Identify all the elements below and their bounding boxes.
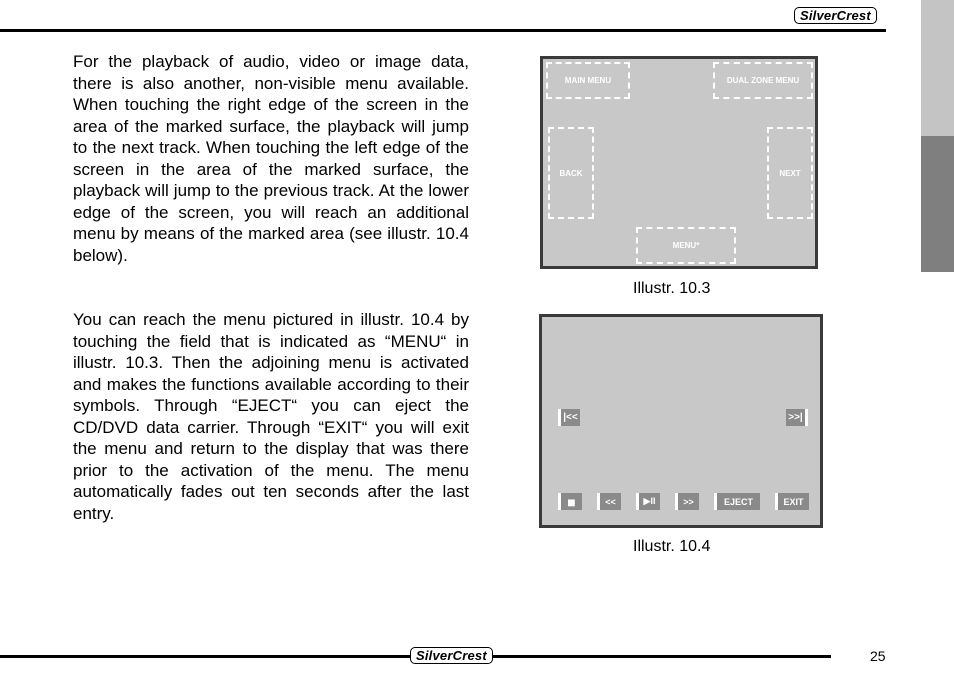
forward-icon: >> <box>675 493 699 510</box>
stop-icon: ■ <box>558 493 582 510</box>
dual-zone-menu-zone: DUAL ZONE MENU <box>713 62 813 99</box>
illustration-10-3-caption: Illustr. 10.3 <box>633 280 711 297</box>
menu-zone: MENU* <box>636 227 736 264</box>
side-tab-dark <box>921 136 954 272</box>
exit-icon: EXIT <box>775 493 809 510</box>
header-rule <box>0 29 886 32</box>
main-menu-zone: MAIN MENU <box>546 62 630 99</box>
back-zone: BACK <box>548 127 594 219</box>
header-logo: SilverCrest <box>794 7 877 24</box>
footer-logo: SilverCrest <box>410 647 493 664</box>
prev-track-icon: |<< <box>558 409 580 426</box>
rewind-icon: << <box>597 493 621 510</box>
body-paragraph-1: For the playback of audio, video or imag… <box>73 52 469 265</box>
body-paragraph-2: You can reach the menu pictured in illus… <box>73 310 469 523</box>
page-number: 25 <box>870 648 886 664</box>
eject-icon: EJECT <box>714 493 760 510</box>
illustration-10-4: |<< >>| ■ << ▶II >> EJECT EXIT <box>539 314 823 528</box>
play-pause-icon: ▶II <box>636 493 660 510</box>
side-tab-light <box>921 0 954 136</box>
illustration-10-4-caption: Illustr. 10.4 <box>633 538 711 555</box>
illustration-10-3: MAIN MENU DUAL ZONE MENU BACK NEXT MENU* <box>540 56 818 269</box>
next-track-icon: >>| <box>786 409 808 426</box>
next-zone: NEXT <box>767 127 813 219</box>
